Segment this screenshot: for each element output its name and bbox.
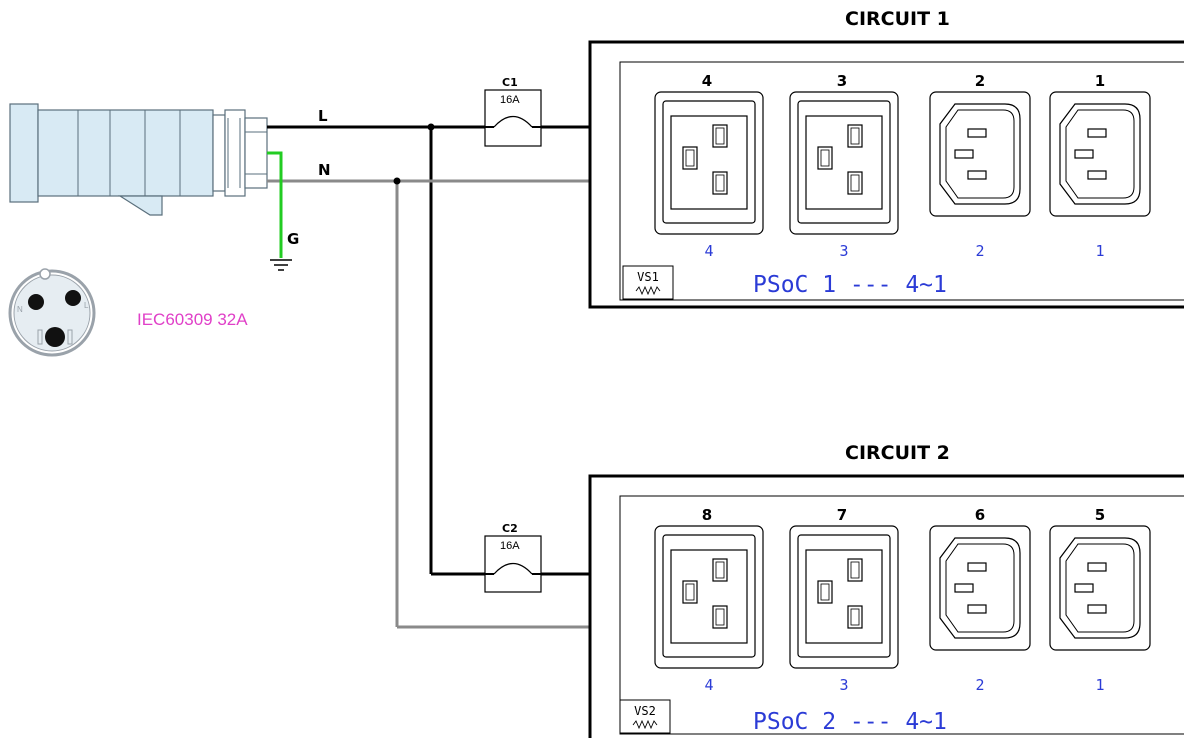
outlet-number: 4 xyxy=(702,72,712,90)
outlet-c19: 7 3 xyxy=(789,506,899,694)
plug-pin-n: N xyxy=(17,305,23,314)
outlet-c19: 4 4 xyxy=(654,72,764,260)
breaker-c2: C2 16A xyxy=(484,522,542,593)
neutral-junction-dot xyxy=(393,177,401,185)
outlet-sub-number: 1 xyxy=(1095,676,1104,694)
ground-symbol xyxy=(270,259,292,271)
outlet-sub-number: 2 xyxy=(975,676,984,694)
outlet-c13: 2 2 xyxy=(929,72,1031,260)
outlet-number: 2 xyxy=(975,72,985,90)
outlet-number: 5 xyxy=(1095,506,1105,524)
wire-label-neutral: N xyxy=(318,161,331,179)
outlet-c13: 5 1 xyxy=(1049,506,1151,694)
vs-label: VS1 xyxy=(637,270,659,284)
psoc-label: PSoC 1 --- 4~1 xyxy=(753,272,947,298)
vs-badge: VS2 xyxy=(619,699,671,734)
plug-label: IEC60309 32A xyxy=(137,310,248,329)
breaker-c2-label: C2 xyxy=(502,522,518,535)
outlet-number: 7 xyxy=(837,506,847,524)
outlet-number: 1 xyxy=(1095,72,1105,90)
outlet-sub-number: 3 xyxy=(839,676,848,694)
wires xyxy=(267,123,590,629)
outlet-number: 3 xyxy=(837,72,847,90)
outlet-c13: 1 1 xyxy=(1049,72,1151,260)
outlet-c13: 6 2 xyxy=(929,506,1031,694)
vs-label: VS2 xyxy=(634,704,656,718)
circuit-1-title: CIRCUIT 1 xyxy=(845,8,950,30)
outlet-sub-number: 4 xyxy=(704,676,713,694)
outlet-sub-number: 1 xyxy=(1095,242,1104,260)
breaker-c2-rating: 16A xyxy=(500,540,520,552)
outlet-sub-number: 2 xyxy=(975,242,984,260)
outlet-sub-number: 4 xyxy=(704,242,713,260)
circuit-1-panel: CIRCUIT 1 4 4 3 xyxy=(588,8,1184,309)
outlet-number: 6 xyxy=(975,506,985,524)
circuit-1-outlets: 4 4 3 xyxy=(654,72,1151,260)
circuit-2-panel: CIRCUIT 2 8 4 7 xyxy=(588,442,1184,738)
breaker-c1-rating: 16A xyxy=(500,94,520,106)
psoc-label: PSoC 2 --- 4~1 xyxy=(753,709,947,735)
circuit-2-title: CIRCUIT 2 xyxy=(845,442,950,464)
plug-side-view xyxy=(9,103,268,216)
plug-face-icon: N L xyxy=(8,268,96,357)
breaker-c1-label: C1 xyxy=(502,76,518,89)
ground-wire xyxy=(267,151,283,258)
breaker-c1: C1 16A xyxy=(484,76,542,147)
plug-pin-l: L xyxy=(84,301,89,310)
vs-badge: VS1 xyxy=(622,265,674,300)
outlet-c19: 8 4 xyxy=(654,506,764,694)
wire-label-line: L xyxy=(318,107,328,125)
wire-label-ground: G xyxy=(287,230,299,248)
outlet-number: 8 xyxy=(702,506,712,524)
line-junction-dot xyxy=(427,123,435,131)
circuit-2-outlets: 8 4 7 xyxy=(654,506,1151,694)
outlet-sub-number: 3 xyxy=(839,242,848,260)
outlet-c19: 3 3 xyxy=(789,72,899,260)
